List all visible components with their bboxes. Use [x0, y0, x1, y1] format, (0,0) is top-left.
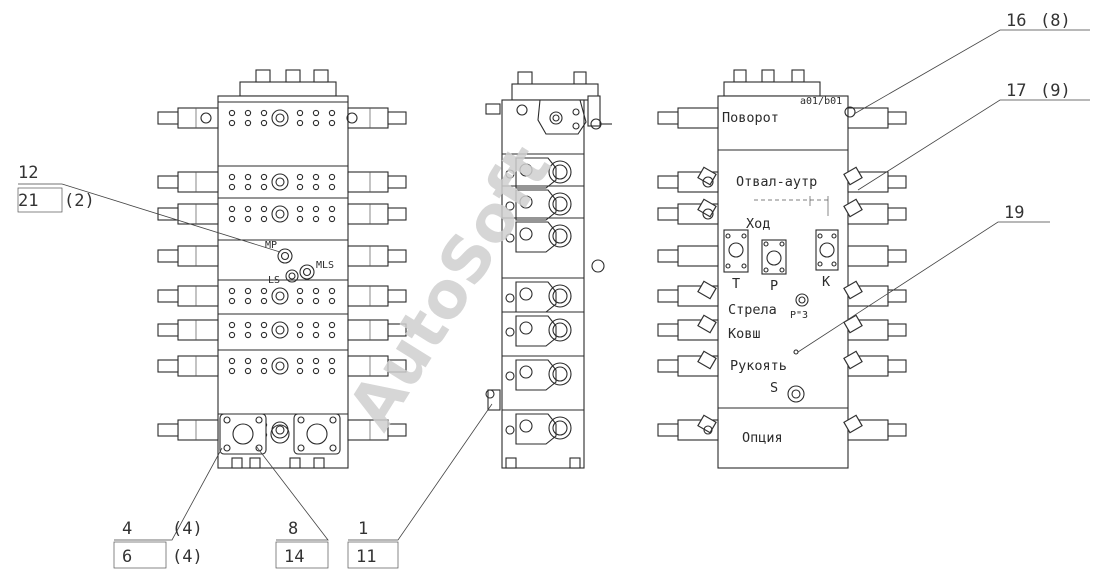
left-flange-a: [219, 413, 267, 455]
callout-1: 1: [358, 519, 368, 539]
right-top-cap: [723, 81, 821, 97]
callout-17: 17: [1006, 81, 1026, 101]
valve-rear-view: a01/b01 Поворот Отвал-аутр Ход T P K P"3…: [657, 69, 907, 469]
left-section: [157, 313, 407, 341]
callout-12: 12: [18, 163, 38, 183]
t-port-label: T: [732, 276, 740, 292]
s-label: S: [770, 380, 778, 396]
left-section: [157, 197, 407, 225]
side-section: [502, 311, 584, 347]
valve-side-view: [485, 71, 612, 469]
left-flange-b: [293, 413, 341, 455]
side-section: [502, 277, 584, 313]
callout-21-alt: (2): [64, 191, 95, 211]
ls-port: [285, 269, 299, 283]
callout-8: 8: [288, 519, 298, 539]
mp-label: MP: [265, 240, 277, 251]
right-section: [657, 107, 907, 129]
strela-label: Стрела: [728, 302, 777, 318]
side-top-cap: [511, 83, 599, 101]
callout-16-alt: (8): [1040, 11, 1071, 31]
povorot-label: Поворот: [722, 110, 779, 126]
side-section: [502, 409, 584, 445]
callout-17-alt: (9): [1040, 81, 1071, 101]
otval-label: Отвал-аутр: [736, 174, 817, 190]
callout-21: 21: [18, 191, 38, 211]
right-section: [657, 314, 907, 341]
callout-16: 16: [1006, 11, 1026, 31]
left-top-cap: [239, 81, 337, 97]
mls-label: MLS: [316, 260, 334, 271]
callout-19: 19: [1004, 203, 1024, 223]
mp-port: [277, 248, 293, 264]
right-section: [657, 245, 907, 267]
kovsh-label: Ковш: [728, 326, 761, 342]
valve-front-view: MP LS MLS: [157, 69, 407, 469]
s-port: [787, 385, 805, 403]
mls-port: [299, 264, 315, 280]
left-section: [157, 165, 407, 193]
callout-14: 14: [284, 547, 304, 567]
right-main-body: [717, 95, 849, 469]
side-section: [502, 355, 584, 391]
callout-6: 6: [122, 547, 132, 567]
right-section: [657, 280, 907, 307]
right-section: [657, 350, 907, 377]
ls-label: LS: [268, 275, 280, 286]
a01b01-label: a01/b01: [800, 96, 842, 107]
left-main-body: [217, 95, 349, 469]
side-section: [502, 153, 584, 189]
callout-4-alt: (4): [172, 519, 203, 539]
k-port-label: K: [822, 274, 831, 290]
side-section: [502, 217, 584, 253]
p3-label: P"3: [790, 310, 808, 321]
opciya-label: Опция: [742, 430, 783, 446]
left-section: [157, 349, 407, 377]
side-section: [502, 185, 584, 221]
p-port-label: P: [770, 278, 778, 294]
callout-11: 11: [356, 547, 376, 567]
callout-4: 4: [122, 519, 132, 539]
left-section: [157, 279, 407, 307]
right-section: [657, 414, 907, 441]
p3-port: [795, 293, 809, 307]
rukoyat-label: Рукоять: [730, 358, 787, 374]
callout-6-alt: (4): [172, 547, 203, 567]
callouts-layer: 16 (8) 17 (9) 19 12 21 (2) 4 (4) 6 (4) 8…: [17, 11, 1090, 569]
left-section: [157, 239, 407, 267]
hod-label: Ход: [746, 216, 770, 232]
